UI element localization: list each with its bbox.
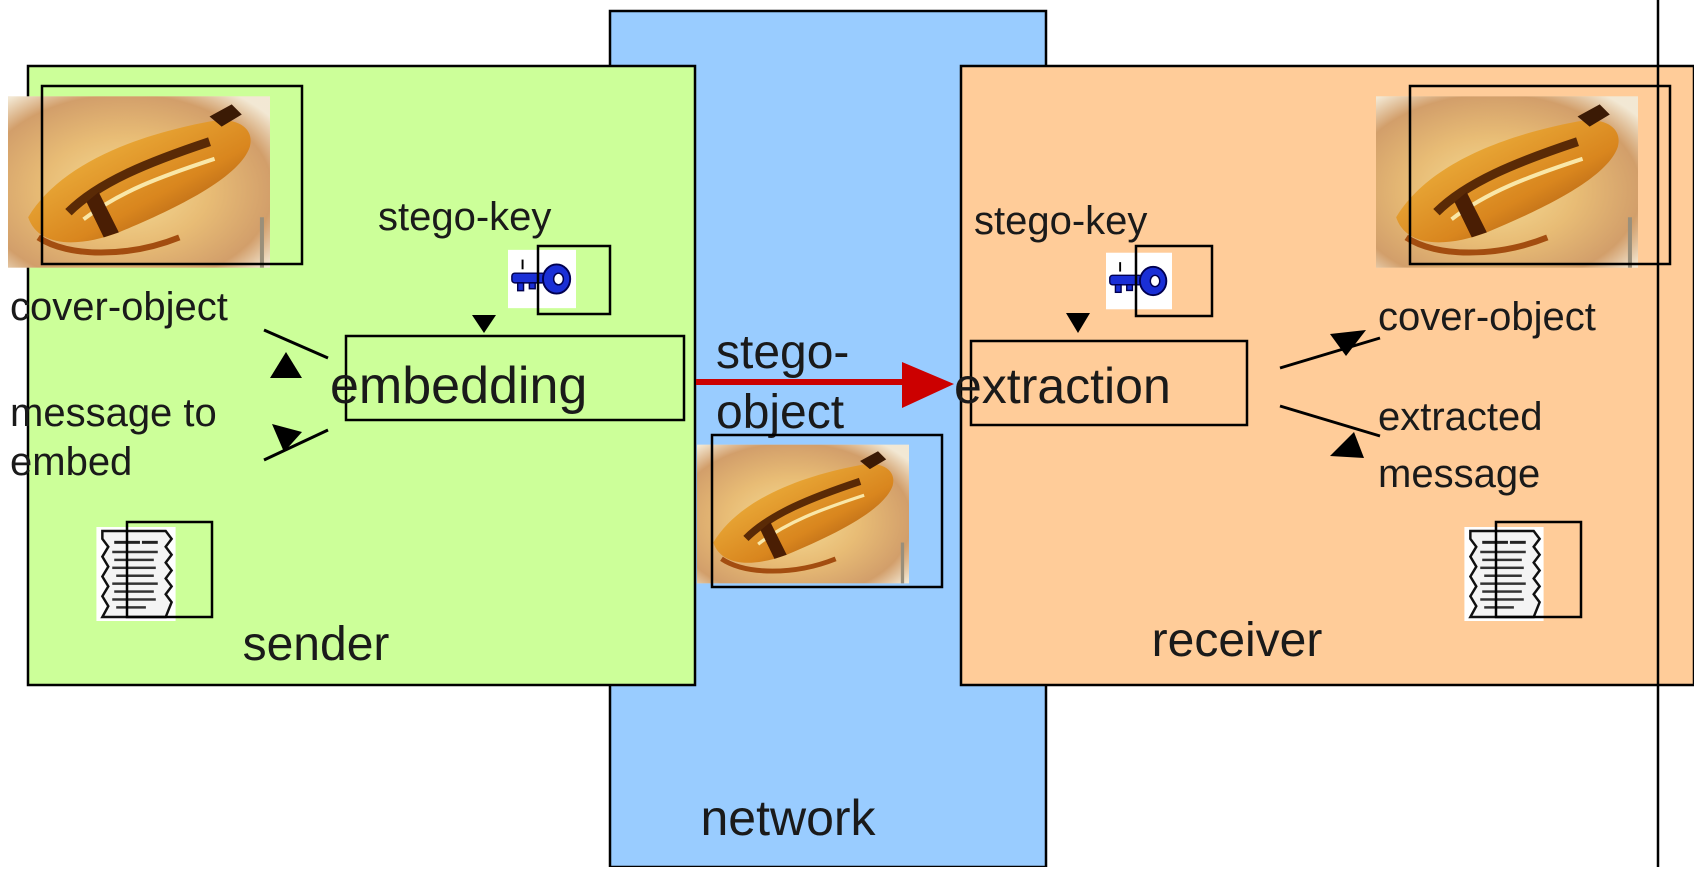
receiver-cover-object-label: cover-object (1378, 295, 1596, 339)
message-to-embed-line2: embed (10, 440, 132, 484)
extraction-to-cover-arrowhead (1330, 330, 1366, 356)
embedding-label: embedding (330, 357, 587, 415)
receiver-stego-key-label: stego-key (974, 199, 1147, 243)
receiver-key-arrowhead (1066, 313, 1090, 333)
message-to-embedding-line (263, 428, 329, 462)
extraction-box (969, 339, 1249, 427)
cover-to-embedding-line (263, 328, 329, 360)
extraction-label: extraction (954, 358, 1171, 414)
message-to-embedding-arrowhead (272, 424, 302, 452)
receiver-label: receiver (1152, 614, 1323, 667)
receiver-cover-image (1376, 84, 1672, 268)
sender-message-document-icon (95, 520, 214, 621)
message-to-embed-line1: message to (10, 391, 217, 435)
sender-key-arrowhead (472, 315, 496, 333)
sender-key-icon (508, 244, 612, 316)
sender-stego-key-label: stego-key (378, 195, 551, 239)
sender-cover-image (8, 84, 304, 268)
stego-object-label-line2: object (716, 386, 844, 439)
cover-to-embedding-arrowhead (270, 352, 302, 378)
sender-cover-object-label: cover-object (10, 285, 228, 329)
stego-object-arrowhead (902, 362, 954, 408)
embedding-box (344, 334, 686, 422)
extraction-to-message-arrowhead (1330, 432, 1364, 458)
network-label: network (700, 790, 876, 846)
stego-object-image (697, 433, 944, 589)
extracted-message-line2: message (1378, 452, 1540, 496)
extraction-to-cover-line (1279, 336, 1381, 370)
stego-object-label-line1: stego- (716, 326, 849, 379)
receiver-message-document-icon (1463, 520, 1583, 621)
receiver-key-icon (1106, 244, 1214, 318)
sender-label: sender (243, 618, 390, 671)
extracted-message-line1: extracted (1378, 395, 1543, 439)
extraction-to-message-line (1279, 404, 1381, 438)
